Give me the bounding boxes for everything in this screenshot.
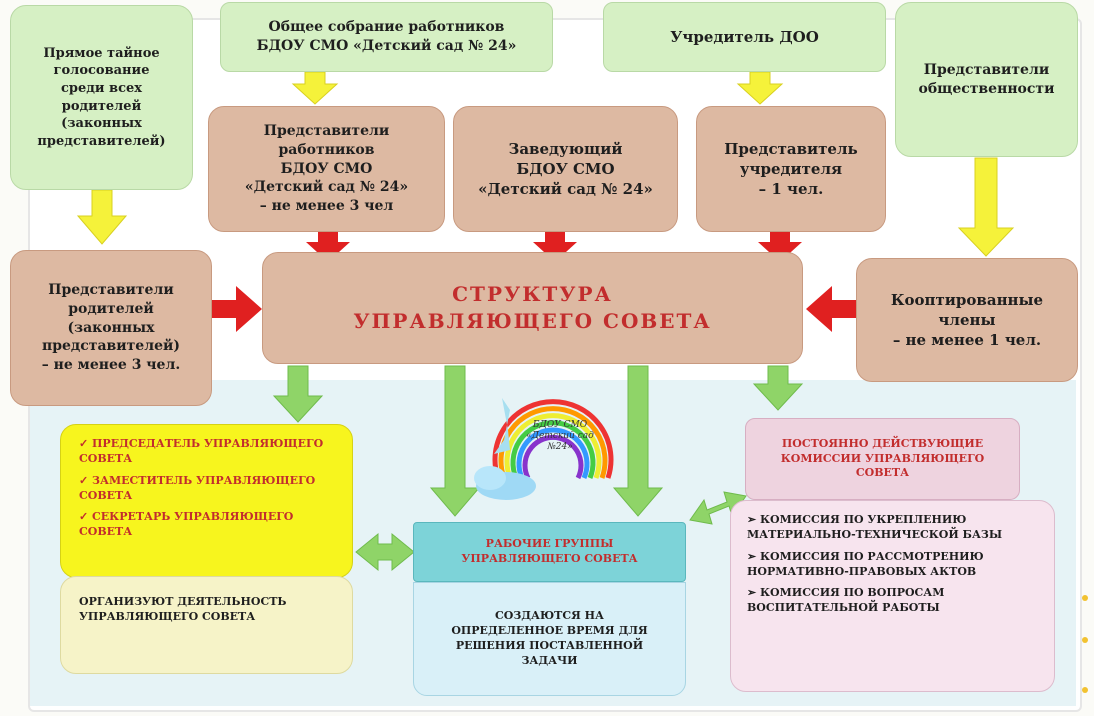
decor-dot bbox=[1082, 595, 1088, 601]
rainbow-logo-icon bbox=[474, 398, 614, 500]
founder-rep-box: Представитель учредителя – 1 чел. bbox=[696, 106, 886, 232]
officers-box: ✓ ПРЕДСЕДАТЕЛЬ УПРАВЛЯЮЩЕГО СОВЕТА ✓ ЗАМ… bbox=[60, 424, 353, 578]
staff-reps-box: Представители работников БДОУ СМО «Детск… bbox=[208, 106, 445, 232]
yellow-arrow-ballot bbox=[76, 189, 128, 245]
red-arrow-founder-rep bbox=[758, 232, 802, 262]
red-arrow-coopted bbox=[806, 286, 856, 332]
commission-legal-acts: ➢ КОМИССИЯ ПО РАССМОТРЕНИЮ НОРМАТИВНО-ПР… bbox=[747, 549, 984, 578]
yellow-arrow-public bbox=[957, 157, 1015, 257]
officers-description-box: ОРГАНИЗУЮТ ДЕЯТЕЛЬНОСТЬ УПРАВЛЯЮЩЕГО СОВ… bbox=[60, 576, 353, 674]
green-arrow-groups-right bbox=[612, 365, 664, 517]
officer-chairman: ✓ ПРЕДСЕДАТЕЛЬ УПРАВЛЯЮЩЕГО СОВЕТА bbox=[79, 437, 324, 465]
yellow-arrow-meeting bbox=[291, 71, 339, 105]
general-meeting-box: Общее собрание работников БДОУ СМО «Детс… bbox=[220, 2, 553, 72]
commissions-header: ПОСТОЯННО ДЕЙСТВУЮЩИЕ КОМИССИИ УПРАВЛЯЮЩ… bbox=[745, 418, 1020, 500]
structure-title-box: СТРУКТУРА УПРАВЛЯЮЩЕГО СОВЕТА bbox=[262, 252, 803, 364]
parent-reps-box: Представители родителей (законных предст… bbox=[10, 250, 212, 406]
yellow-arrow-founder bbox=[736, 71, 784, 105]
green-double-arrow-left bbox=[355, 532, 415, 572]
red-arrow-parents bbox=[212, 286, 262, 332]
public-reps-box: Представители общественности bbox=[895, 2, 1078, 157]
green-arrow-commissions bbox=[752, 365, 804, 411]
commission-education: ➢ КОМИССИЯ ПО ВОПРОСАМ ВОСПИТАТЕЛЬНОЙ РА… bbox=[747, 586, 945, 615]
decor-dot bbox=[1082, 687, 1088, 693]
logo-text: БДОУ СМО «Детский сад №24» bbox=[526, 420, 594, 452]
commission-material-base: ➢ КОМИССИЯ ПО УКРЕПЛЕНИЮ МАТЕРИАЛЬНО-ТЕХ… bbox=[747, 513, 1003, 541]
red-arrow-staff bbox=[306, 232, 350, 262]
working-groups-header: РАБОЧИЕ ГРУППЫ УПРАВЛЯЮЩЕГО СОВЕТА bbox=[413, 522, 686, 582]
red-arrow-head bbox=[533, 232, 577, 262]
green-arrow-officers bbox=[272, 365, 324, 423]
coopted-box: Кооптированные члены – не менее 1 чел. bbox=[856, 258, 1078, 382]
officer-secretary: ✓ СЕКРЕТАРЬ УПРАВЛЯЮЩЕГО СОВЕТА bbox=[79, 510, 294, 539]
commissions-list: ➢ КОМИССИЯ ПО УКРЕПЛЕНИЮ МАТЕРИАЛЬНО-ТЕХ… bbox=[730, 500, 1055, 692]
working-groups-description: СОЗДАЮТСЯ НА ОПРЕДЕЛЕННОЕ ВРЕМЯ ДЛЯ РЕШЕ… bbox=[413, 582, 686, 696]
green-arrow-groups-left bbox=[429, 365, 481, 517]
kindergarten-logo: БДОУ СМО «Детский сад №24» bbox=[468, 368, 620, 508]
secret-ballot-box: Прямое тайное голосование среди всех род… bbox=[10, 5, 193, 190]
head-box: Заведующий БДОУ СМО «Детский сад № 24» bbox=[453, 106, 678, 232]
decor-dot bbox=[1082, 637, 1088, 643]
officer-deputy: ✓ ЗАМЕСТИТЕЛЬ УПРАВЛЯЮЩЕГО СОВЕТА bbox=[79, 473, 316, 502]
founder-box: Учредитель ДОО bbox=[603, 2, 886, 72]
